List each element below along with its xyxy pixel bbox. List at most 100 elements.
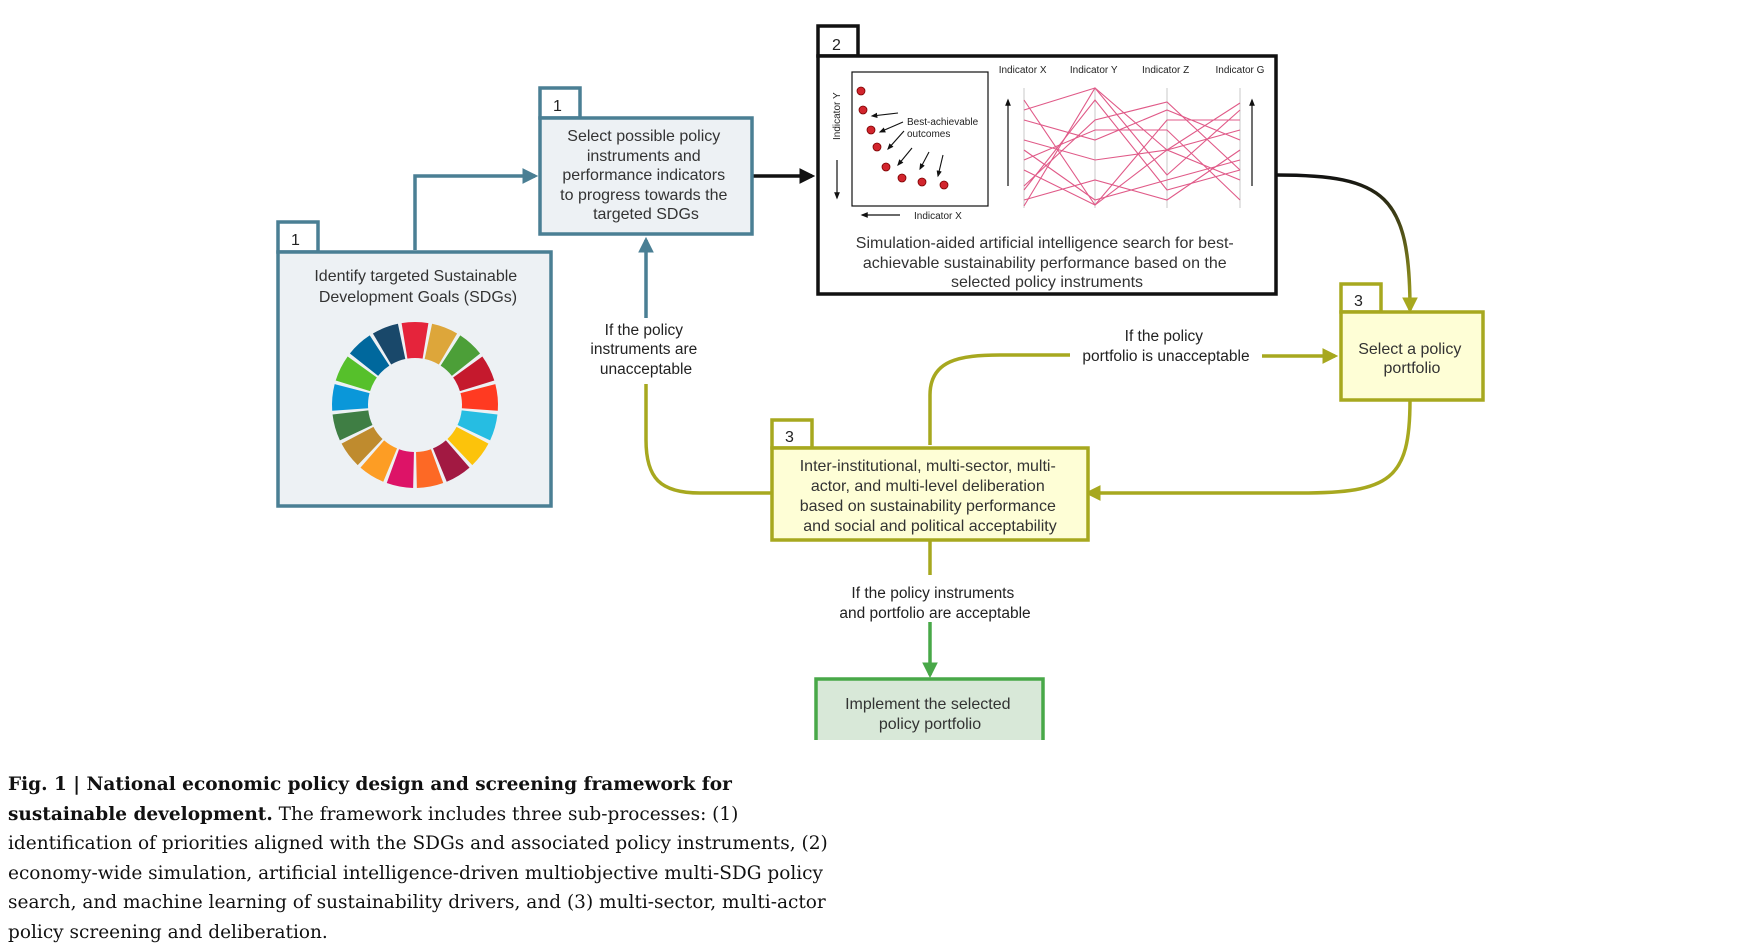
box3b-line-2: actor, and multi-level deliberation bbox=[811, 478, 1045, 495]
parallel-line bbox=[1023, 109, 1241, 141]
arrow-box3b-to-box3a bbox=[928, 353, 1070, 445]
implement-line-2: policy portfolio bbox=[879, 716, 981, 733]
box-identify-sdgs: 1 Identify targeted Sustainable Developm… bbox=[276, 220, 553, 508]
box3b-line-1: Inter-institutional, multi-sector, multi… bbox=[800, 458, 1056, 475]
sdg-wheel-segment bbox=[432, 440, 470, 482]
svg-text:If the policy portfolio is: If the policy portfolio is unacceptable bbox=[1082, 328, 1249, 365]
figure-caption: Fig. 1 | National economic policy design… bbox=[8, 770, 1748, 943]
scatter-dots bbox=[856, 86, 949, 190]
box1a-tab: 1 bbox=[291, 232, 300, 249]
parallel-axis-label-x: Indicator X bbox=[999, 65, 1047, 76]
label-instruments-unacceptable-1: If the policy bbox=[605, 322, 684, 339]
sdg-wheel-segment bbox=[332, 384, 370, 411]
sdg-wheel-segment bbox=[457, 410, 498, 441]
scatter-dot bbox=[858, 105, 868, 115]
scatter-annotation-arrow bbox=[897, 147, 913, 167]
box-deliberation: 3 Inter-institutional, multi-sector, mul… bbox=[770, 418, 1090, 542]
sdg-wheel-segment bbox=[416, 449, 444, 488]
parallel-lines bbox=[1023, 87, 1241, 208]
implement-line-1: Implement the selected bbox=[845, 696, 1010, 713]
parallel-axis-label-z: Indicator Z bbox=[1142, 65, 1189, 76]
scatter-annotation-arrow bbox=[919, 151, 930, 171]
scatter-annotation-arrow bbox=[936, 154, 944, 178]
label-instruments-unacceptable-2: instruments are bbox=[590, 341, 697, 358]
sdg-wheel-segment bbox=[424, 323, 458, 365]
parallel-coordinates: Indicator X Indicator Y Indicator Z Indi… bbox=[999, 65, 1265, 208]
sdg-wheel-segment bbox=[453, 356, 495, 392]
arrow-box2-to-box3a bbox=[1275, 173, 1418, 314]
sdg-wheel-segment bbox=[349, 335, 390, 376]
scatter-annotation-2: outcomes bbox=[907, 129, 950, 140]
scatter-annotation-arrow bbox=[870, 112, 899, 119]
scatter-plot: Indicator Y Indicator X Best-achievable … bbox=[832, 71, 989, 222]
sdg-wheel bbox=[332, 322, 498, 488]
scatter-dot bbox=[917, 177, 927, 187]
label-portfolio-unacceptable-2: portfolio is unacceptable bbox=[1082, 348, 1249, 365]
svg-text:If the policy instruments: If the policy instruments and portfolio … bbox=[839, 585, 1030, 622]
scatter-x-label: Indicator X bbox=[914, 211, 962, 222]
box1b-line-4: to progress towards the bbox=[560, 187, 727, 204]
box-select-instruments: 1 Select possible policy instruments and… bbox=[538, 86, 754, 236]
framework-diagram: 1 Identify targeted Sustainable Developm… bbox=[276, 24, 1485, 740]
svg-text:Inter-institutional, multi-sec: Inter-institutional, multi-sector, multi… bbox=[800, 458, 1061, 535]
svg-text:Indicator X Indicator: Indicator X Indicator Y Indicator Z Indi… bbox=[999, 65, 1265, 76]
sdg-wheel-segment bbox=[440, 335, 481, 376]
svg-text:Select a policy portfoli: Select a policy portfolio bbox=[1358, 341, 1466, 377]
box3a-tab: 3 bbox=[1354, 293, 1363, 310]
box-implement: Implement the selected policy portfolio bbox=[814, 677, 1045, 740]
scatter-dot bbox=[939, 180, 949, 190]
parallel-line bbox=[1023, 87, 1241, 207]
caption-fig-label: Fig. 1 | National economic policy design… bbox=[8, 774, 732, 825]
scatter-annotation-arrows bbox=[870, 112, 944, 178]
sdg-wheel-segment bbox=[447, 426, 489, 466]
box1a-line-1: Identify targeted Sustainable bbox=[314, 268, 517, 285]
svg-text:If the policy instruments: If the policy instruments are unacceptab… bbox=[590, 322, 701, 378]
parallel-axis-label-g: Indicator G bbox=[1216, 65, 1265, 76]
scatter-annotation-arrow bbox=[878, 121, 904, 133]
scatter-dot bbox=[872, 142, 882, 152]
box1b-line-2: instruments and bbox=[587, 148, 701, 165]
sdg-wheel-segment bbox=[372, 323, 406, 365]
parallel-line bbox=[1023, 99, 1240, 206]
box1b-tab: 1 bbox=[553, 98, 562, 115]
box3b-line-3: based on sustainability performance bbox=[800, 498, 1056, 515]
svg-text:Simulation-aided artificial in: Simulation-aided artificial intelligence… bbox=[856, 235, 1238, 291]
box3a-line-1: Select a policy bbox=[1358, 341, 1461, 358]
box-select-portfolio: 3 Select a policy portfolio bbox=[1339, 282, 1485, 402]
parallel-line bbox=[1023, 149, 1241, 201]
box1a-line-2: Development Goals (SDGs) bbox=[319, 289, 517, 306]
box2-line-1: Simulation-aided artificial intelligence… bbox=[856, 235, 1234, 252]
scatter-dot bbox=[881, 162, 891, 172]
parallel-line bbox=[1023, 129, 1241, 201]
arrow-box3b-to-box1b bbox=[644, 384, 772, 495]
box1b-line-5: targeted SDGs bbox=[593, 206, 699, 223]
svg-text:Select possible policy i: Select possible policy instruments and p… bbox=[560, 128, 732, 223]
parallel-axis-label-y: Indicator Y bbox=[1070, 65, 1118, 76]
box1b-line-3: performance indicators bbox=[562, 167, 725, 184]
caption-text: Fig. 1 | National economic policy design… bbox=[8, 770, 838, 943]
box2-line-2: achievable sustainability performance ba… bbox=[863, 255, 1227, 272]
scatter-dot bbox=[897, 173, 907, 183]
scatter-annotation-1: Best-achievable bbox=[907, 117, 979, 128]
box1b-line-1: Select possible policy bbox=[567, 128, 720, 145]
label-acceptable-1: If the policy instruments bbox=[851, 585, 1014, 602]
sdg-wheel-segment bbox=[332, 410, 373, 441]
arrow-box3a-to-box3b bbox=[1084, 399, 1412, 501]
sdg-wheel-segment bbox=[386, 449, 414, 488]
box-simulation-search: 2 Indicator Y Indicator X Best-achievabl… bbox=[816, 24, 1278, 296]
scatter-annotation-arrow bbox=[887, 130, 905, 150]
parallel-line bbox=[1023, 102, 1241, 206]
scatter-y-label: Indicator Y bbox=[832, 92, 843, 140]
arrow-box1a-to-box1b bbox=[413, 168, 539, 250]
label-instruments-unacceptable-3: unacceptable bbox=[600, 361, 692, 378]
box3a-line-2: portfolio bbox=[1384, 360, 1441, 377]
sdg-wheel-segment bbox=[335, 356, 377, 392]
label-portfolio-unacceptable-1: If the policy bbox=[1125, 328, 1204, 345]
scatter-dot bbox=[866, 125, 876, 135]
box3b-line-4: and social and political acceptability bbox=[803, 518, 1056, 535]
box3b-tab: 3 bbox=[785, 429, 794, 446]
svg-text:Identify targeted Sustainable: Identify targeted Sustainable Developmen… bbox=[314, 268, 521, 306]
box2-line-3: selected policy instruments bbox=[951, 274, 1143, 291]
box2-tab: 2 bbox=[832, 37, 841, 54]
sdg-wheel-segment bbox=[401, 322, 429, 359]
